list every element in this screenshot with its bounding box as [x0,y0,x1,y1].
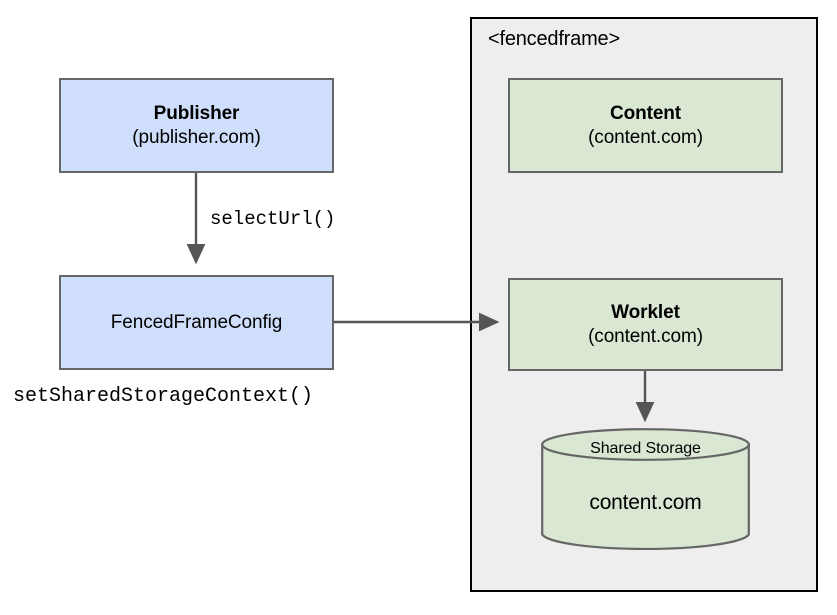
shared-storage-top-label: Shared Storage [590,440,701,457]
edge-label-set-shared-storage-context: setSharedStorageContext() [13,385,314,408]
node-shared-storage[interactable]: Shared Storage content.com [541,428,750,551]
node-worklet-title: Worklet [611,301,680,323]
node-content[interactable]: Content (content.com) [508,78,783,173]
node-publisher[interactable]: Publisher (publisher.com) [59,78,334,173]
fencedframe-label: <fencedframe> [488,28,620,50]
shared-storage-body-label: content.com [589,491,702,514]
node-content-title: Content [609,102,682,124]
node-fenced-frame-config[interactable]: FencedFrameConfig [59,275,334,370]
node-worklet[interactable]: Worklet (content.com) [508,278,783,371]
node-publisher-subtitle: (publisher.com) [132,126,261,148]
edge-label-select-url: selectUrl() [210,208,336,230]
node-content-subtitle: (content.com) [588,126,703,148]
node-worklet-subtitle: (content.com) [588,325,703,347]
node-fenced-frame-config-label: FencedFrameConfig [110,311,283,333]
cylinder-shape [541,428,750,551]
node-publisher-title: Publisher [153,102,240,124]
